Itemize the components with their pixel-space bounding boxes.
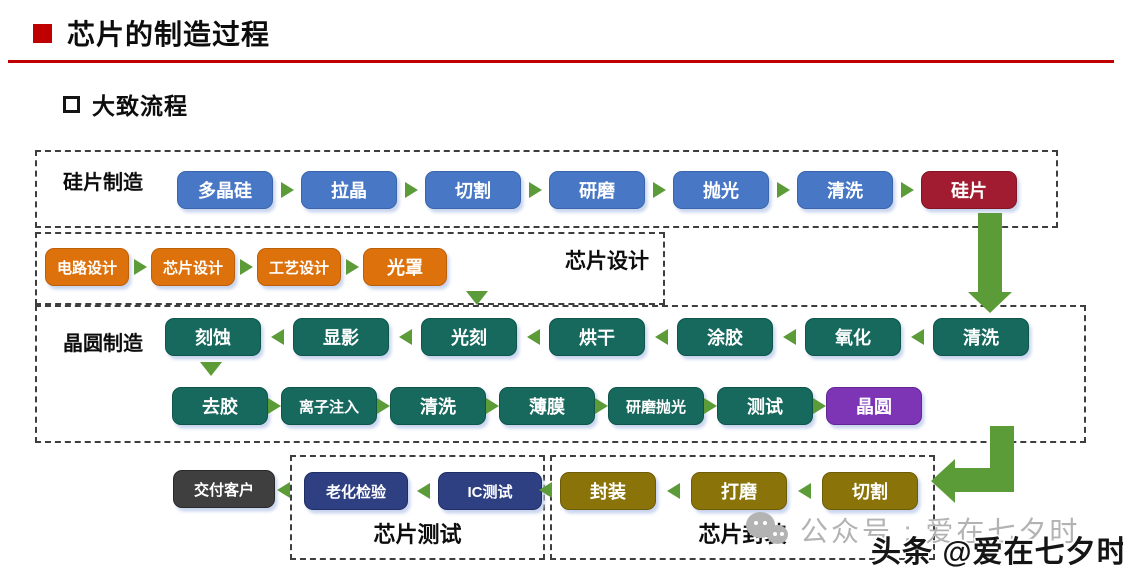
arrow-right-icon: [235, 259, 257, 275]
step-baking: 烘干: [549, 318, 645, 356]
step-dicing: 切割: [822, 472, 918, 510]
flow-arrow-elbow-head: [931, 459, 955, 503]
arrow-right-icon: [129, 259, 151, 275]
section-silicon-label: 硅片制造: [63, 172, 143, 194]
arrow-down-icon: [200, 362, 222, 376]
section-design: 芯片设计 电路设计 芯片设计 工艺设计 光罩: [35, 232, 665, 305]
step-testing: 测试: [717, 387, 813, 425]
step-cutting: 切割: [425, 171, 521, 209]
section-wafer-label: 晶圆制造: [63, 333, 143, 355]
subtitle-bullet-icon: [63, 95, 80, 113]
step-circuit-design: 电路设计: [45, 248, 129, 286]
page-title: 芯片的制造过程: [67, 19, 271, 50]
title-rule: [8, 60, 1114, 63]
wafer-flow-row-1: 刻蚀 显影 光刻 烘干 涂胶 氧化 清洗: [165, 318, 1029, 356]
section-silicon: 硅片制造 多晶硅 拉晶 切割 研磨 抛光 清洗 硅片: [35, 150, 1058, 228]
step-etching: 刻蚀: [165, 318, 261, 356]
arrow-left-icon: [261, 329, 293, 345]
step-silicon-wafer: 硅片: [921, 171, 1017, 209]
step-aging-test: 老化检验: [304, 472, 408, 510]
arrow-left-icon: [787, 483, 822, 499]
step-polishing: 抛光: [673, 171, 769, 209]
arrow-right-icon: [486, 398, 499, 414]
step-chip-design: 芯片设计: [151, 248, 235, 286]
section-wafer: 晶圆制造 刻蚀 显影 光刻 烘干 涂胶 氧化 清洗 去胶 离子注入 清洗 薄膜 …: [35, 305, 1086, 443]
section-test: 老化检验 IC测试 芯片测试: [290, 455, 545, 560]
arrow-right-icon: [769, 182, 797, 198]
step-ic-test: IC测试: [438, 472, 542, 510]
title-bullet-icon: [33, 23, 52, 43]
header: 芯片的制造过程: [33, 13, 270, 53]
flow-arrow-elbow-horizontal: [953, 468, 1014, 492]
arrow-left-icon: [901, 329, 933, 345]
arrow-left-icon: [645, 329, 677, 345]
step-process-design: 工艺设计: [257, 248, 341, 286]
step-cleaning-3: 清洗: [390, 387, 486, 425]
design-flow-row: 电路设计 芯片设计 工艺设计 光罩: [45, 248, 447, 286]
step-grind-polish: 研磨抛光: [608, 387, 704, 425]
arrow-left-icon: [539, 482, 552, 498]
step-crystal-pulling: 拉晶: [301, 171, 397, 209]
arrow-right-icon: [268, 398, 281, 414]
arrow-right-icon: [595, 398, 608, 414]
wechat-icon: [746, 510, 790, 550]
arrow-left-icon: [517, 329, 549, 345]
step-grinding: 研磨: [549, 171, 645, 209]
watermark-wechat-text: 公众号 : 爱在七夕时: [800, 516, 1081, 547]
section-package: 封装 打磨 切割 芯片封装: [550, 455, 935, 560]
silicon-flow-row: 多晶硅 拉晶 切割 研磨 抛光 清洗 硅片: [177, 171, 1017, 209]
arrow-right-icon: [645, 182, 673, 198]
step-polysilicon: 多晶硅: [177, 171, 273, 209]
test-flow-row: 老化检验 IC测试: [304, 472, 542, 510]
step-thin-film: 薄膜: [499, 387, 595, 425]
arrow-right-icon: [813, 398, 826, 414]
arrow-left-icon: [773, 329, 805, 345]
step-cleaning: 清洗: [797, 171, 893, 209]
step-photomask: 光罩: [363, 248, 447, 286]
arrow-right-icon: [893, 182, 921, 198]
arrow-right-icon: [341, 259, 363, 275]
flow-arrow-down-shaft: [978, 213, 1002, 294]
arrow-right-icon: [521, 182, 549, 198]
subtitle: 大致流程: [92, 93, 188, 119]
section-test-label: 芯片测试: [373, 522, 462, 547]
package-flow-row: 封装 打磨 切割: [560, 472, 918, 510]
step-packaging: 封装: [560, 472, 656, 510]
arrow-left-icon: [656, 483, 691, 499]
wafer-flow-row-2: 去胶 离子注入 清洗 薄膜 研磨抛光 测试 晶圆: [172, 387, 922, 425]
step-wafer: 晶圆: [826, 387, 922, 425]
step-coating: 涂胶: [677, 318, 773, 356]
arrow-left-icon: [408, 483, 438, 499]
arrow-right-icon: [397, 182, 425, 198]
arrow-down-icon: [466, 291, 488, 305]
arrow-right-icon: [273, 182, 301, 198]
step-deliver-customer: 交付客户: [173, 470, 275, 508]
step-grinding-2: 打磨: [691, 472, 787, 510]
step-oxidation: 氧化: [805, 318, 901, 356]
flow-arrow-down-head: [968, 292, 1012, 313]
step-resist-removal: 去胶: [172, 387, 268, 425]
step-lithography: 光刻: [421, 318, 517, 356]
step-ion-implantation: 离子注入: [281, 387, 377, 425]
arrow-left-icon: [277, 482, 290, 498]
arrow-right-icon: [377, 398, 390, 414]
watermark-toutiao-text: 头条 @爱在七夕时: [871, 536, 1123, 569]
section-design-label: 芯片设计: [565, 250, 649, 273]
watermark-wechat: 公众号 : 爱在七夕时: [746, 510, 1080, 550]
arrow-right-icon: [704, 398, 717, 414]
subheader: 大致流程: [63, 87, 188, 121]
arrow-left-icon: [389, 329, 421, 345]
step-developing: 显影: [293, 318, 389, 356]
step-cleaning-2: 清洗: [933, 318, 1029, 356]
